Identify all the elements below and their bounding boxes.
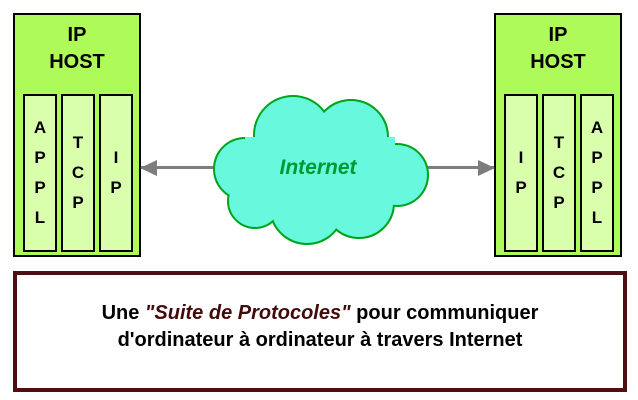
left-ip-host-box: IP HOST A P P L T C P I P <box>13 13 141 257</box>
left-layer-ip: I P <box>99 94 133 252</box>
caption-line-2: d'ordinateur à ordinateur à travers Inte… <box>117 328 523 351</box>
right-ip-host-box: IP HOST I P T C P A P P L <box>494 13 622 257</box>
left-host-title: IP HOST <box>49 24 105 73</box>
caption-line1-prefix: Une <box>101 301 145 324</box>
internet-cloud-icon <box>213 95 429 245</box>
right-protocol-stack: I P T C P A P P L <box>504 94 614 252</box>
caption-line1-suffix: pour communiquer <box>350 301 539 324</box>
right-host-title: IP HOST <box>530 24 586 73</box>
arrowhead-left-icon <box>140 160 157 176</box>
left-protocol-stack: A P P L T C P I P <box>23 94 133 252</box>
right-layer-ip: I P <box>504 94 538 252</box>
caption-line-1: Une "Suite de Protocoles" pour communiqu… <box>102 300 539 327</box>
arrowhead-right-icon <box>478 160 495 176</box>
right-layer-appl: A P P L <box>580 94 614 252</box>
internet-label: Internet <box>279 156 357 179</box>
caption-box: Une "Suite de Protocoles" pour communiqu… <box>13 271 627 392</box>
left-layer-tcp: T C P <box>61 94 95 252</box>
caption-protocol-suite-phrase: "Suite de Protocoles" <box>144 301 351 324</box>
right-layer-tcp: T C P <box>542 94 576 252</box>
left-layer-appl: A P P L <box>23 94 57 252</box>
